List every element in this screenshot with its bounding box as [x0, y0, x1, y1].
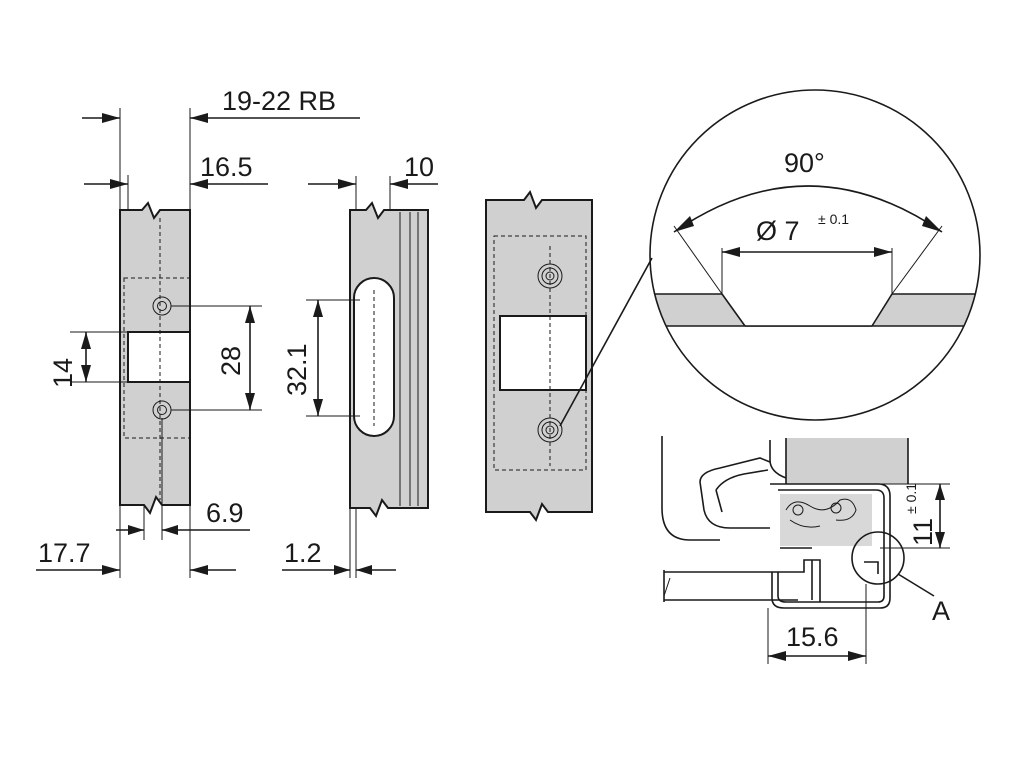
dim-depth-tolerance: ± 0.1 — [903, 483, 919, 514]
dim-width-15-6: 15.6 — [786, 622, 839, 652]
dim-hole-diameter: Ø 7 — [756, 216, 800, 246]
dim-rebate-range: 19-22 RB — [222, 86, 336, 116]
strike-front-view — [485, 189, 653, 523]
dim-offset-1-2: 1.2 — [284, 538, 322, 568]
dim-height-14: 14 — [48, 358, 78, 388]
dim-countersink-angle: 90° — [784, 148, 825, 178]
detail-circle-outline — [649, 89, 981, 421]
detail-marker-label: A — [932, 596, 950, 626]
dim-height-32-1: 32.1 — [282, 343, 312, 396]
dim-offset-6-9: 6.9 — [206, 498, 244, 528]
dim-offset-17-7: 17.7 — [38, 538, 91, 568]
dim-height-28: 28 — [216, 346, 246, 376]
front-view-latch-opening — [127, 331, 191, 383]
countersink-detail: 90° Ø 7 ± 0.1 — [649, 89, 981, 421]
dim-width-16-5: 16.5 — [200, 152, 253, 182]
dim-hole-tolerance: ± 0.1 — [818, 211, 849, 227]
front-view-hidden-outline — [123, 277, 191, 439]
strike-front-hidden-outline — [493, 235, 587, 471]
front-view: 19-22 RB 16.5 14 28 6.9 — [36, 86, 360, 578]
strike-front-screw-hole-top — [537, 263, 563, 289]
side-view: 10 32.1 1.2 — [282, 152, 438, 578]
strike-front-screw-hole-bottom — [537, 417, 563, 443]
dim-width-10: 10 — [404, 152, 434, 182]
section-detail: A 11 ± 0.1 15.6 — [661, 436, 950, 664]
dim-depth-11: 11 — [908, 518, 938, 546]
detail-marker-circle — [851, 531, 905, 585]
strike-front-latch-opening — [499, 315, 587, 391]
